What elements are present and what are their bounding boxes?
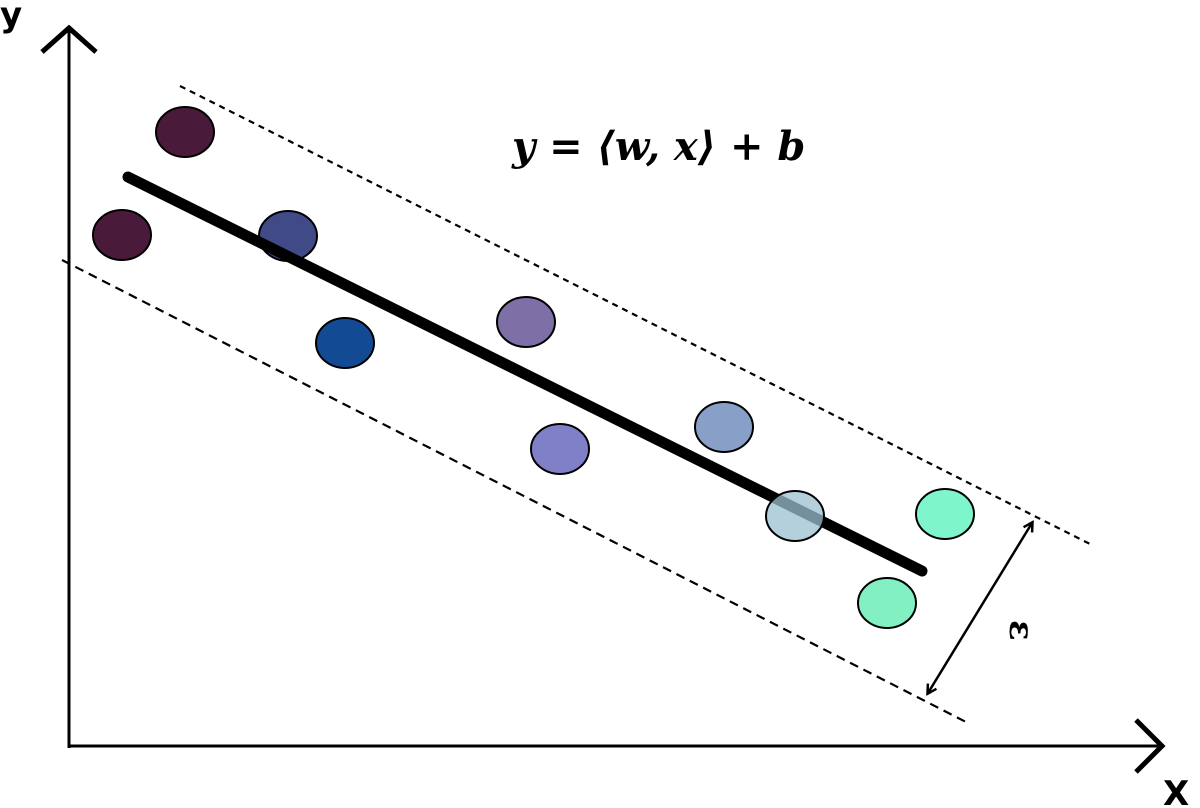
upper-margin-line bbox=[179, 85, 1093, 546]
x-axis-label: X bbox=[1163, 774, 1189, 808]
point-5 bbox=[496, 296, 556, 348]
lower-margin-line bbox=[61, 259, 969, 724]
point-9 bbox=[915, 488, 975, 540]
point-4 bbox=[315, 317, 375, 369]
point-6 bbox=[530, 423, 590, 475]
epsilon-arrow bbox=[928, 523, 1032, 693]
point-2 bbox=[92, 209, 152, 261]
y-axis-arrowhead bbox=[40, 24, 98, 54]
point-1 bbox=[155, 106, 215, 158]
epsilon-label: ε bbox=[1001, 620, 1041, 641]
point-7 bbox=[694, 401, 754, 453]
x-axis-arrowhead bbox=[1134, 718, 1166, 774]
y-axis-label: y bbox=[0, 0, 22, 35]
regression-equation: y = ⟨w, x⟩ + b bbox=[511, 123, 805, 170]
point-8 bbox=[765, 490, 825, 542]
point-10 bbox=[857, 577, 917, 629]
